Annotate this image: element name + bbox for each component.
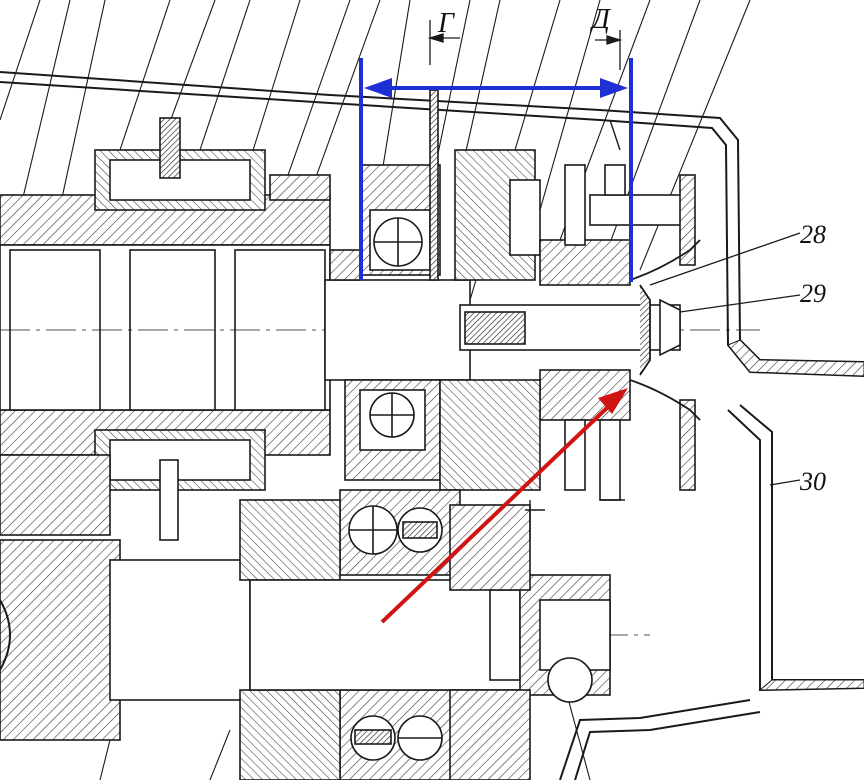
red-arrow-shaft xyxy=(380,403,612,624)
dimension-d-label: Д xyxy=(589,4,612,35)
dimension-marks xyxy=(427,20,623,70)
red-arrowhead xyxy=(598,388,628,414)
callout-28-label: 28 xyxy=(800,220,826,249)
blue-dimension-bracket xyxy=(359,58,633,282)
blue-arrowhead-left xyxy=(364,78,392,98)
housing-wall-hatch xyxy=(727,339,864,377)
callout-29-label: 29 xyxy=(800,279,826,308)
lower-bearing xyxy=(344,379,541,491)
callout-30-label: 30 xyxy=(799,467,826,496)
housing-lower-hatch xyxy=(758,679,864,691)
callout-leaders xyxy=(649,232,801,486)
seal-cone xyxy=(629,239,701,421)
inner-walls xyxy=(525,119,625,540)
lower-countershaft xyxy=(0,454,611,780)
dimension-g-label: Г xyxy=(437,8,455,39)
coupling-flange xyxy=(454,149,696,501)
blue-arrowhead-right xyxy=(600,78,628,98)
upper-bearing xyxy=(359,89,441,281)
